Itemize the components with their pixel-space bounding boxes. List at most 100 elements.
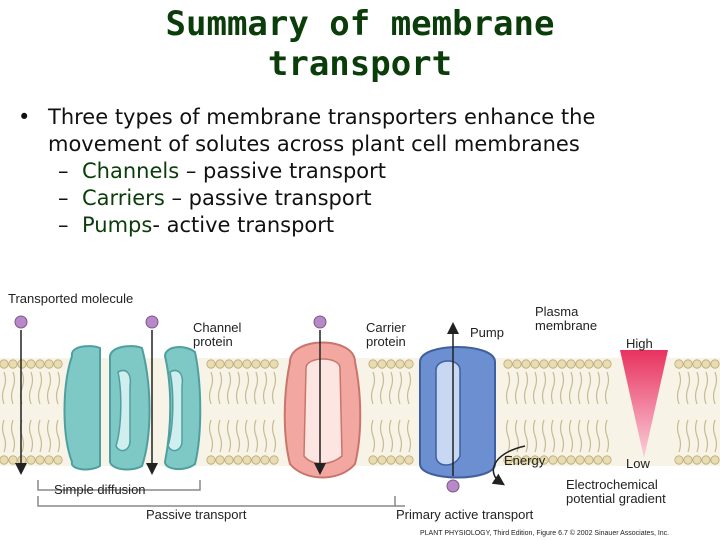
lipid-head-icon xyxy=(9,456,17,464)
lipid-head-icon xyxy=(558,456,566,464)
membrane-transport-figure: Transported molecule Channel protein Car… xyxy=(0,286,720,540)
lipid-head-icon xyxy=(693,456,701,464)
bracket-passive-transport xyxy=(38,496,395,506)
label-primary-active-transport: Primary active transport xyxy=(396,507,534,522)
lipid-head-icon xyxy=(405,456,413,464)
label-plasma-line-1: Plasma xyxy=(535,304,579,319)
dash-icon: – xyxy=(58,212,82,239)
lipid-head-icon xyxy=(540,360,548,368)
lipid-head-icon xyxy=(18,360,26,368)
lipid-head-icon xyxy=(684,360,692,368)
label-channel-line-1: Channel xyxy=(193,320,242,335)
dash-icon: – xyxy=(58,158,82,185)
sub-bullet-carriers: –Carriers – passive transport xyxy=(18,185,708,212)
label-pump: Pump xyxy=(470,325,504,340)
lipid-head-icon xyxy=(45,360,53,368)
lipid-head-icon xyxy=(531,360,539,368)
lipid-head-icon xyxy=(0,456,8,464)
label-carrier-line-1: Carrier xyxy=(366,320,406,335)
lipid-head-icon xyxy=(54,360,62,368)
molecule-icon xyxy=(146,316,158,328)
label-low: Low xyxy=(626,456,650,471)
desc-carriers: passive transport xyxy=(189,186,372,210)
lipid-head-icon xyxy=(369,360,377,368)
lipid-head-icon xyxy=(576,456,584,464)
lipid-head-icon xyxy=(567,456,575,464)
lipid-head-icon xyxy=(603,456,611,464)
lipid-head-icon xyxy=(216,456,224,464)
lipid-head-icon xyxy=(225,360,233,368)
bullet-dot-icon: • xyxy=(18,104,30,131)
label-simple-diffusion: Simple diffusion xyxy=(54,482,146,497)
lipid-head-icon xyxy=(216,360,224,368)
term-carriers: Carriers xyxy=(82,186,165,210)
term-pumps: Pumps xyxy=(82,213,152,237)
lipid-head-icon xyxy=(18,456,26,464)
lipid-head-icon xyxy=(252,360,260,368)
carrier-protein xyxy=(285,343,361,478)
lipid-head-icon xyxy=(261,360,269,368)
page-title: Summary of membrane transport xyxy=(0,4,720,84)
bullet-main-text: Three types of membrane transporters enh… xyxy=(48,105,595,156)
lipid-head-icon xyxy=(405,360,413,368)
lipid-head-icon xyxy=(45,456,53,464)
lipid-head-icon xyxy=(27,360,35,368)
lipid-head-icon xyxy=(684,456,692,464)
lipid-head-icon xyxy=(243,456,251,464)
lipid-head-icon xyxy=(549,360,557,368)
pump-protein xyxy=(420,347,495,478)
term-channels: Channels xyxy=(82,159,179,183)
lipid-head-icon xyxy=(675,456,683,464)
lipid-head-icon xyxy=(549,456,557,464)
lipid-head-icon xyxy=(234,456,242,464)
lipid-head-icon xyxy=(396,456,404,464)
lipid-head-icon xyxy=(234,360,242,368)
label-gradient-line-1: Electrochemical xyxy=(566,477,658,492)
lipid-head-icon xyxy=(261,456,269,464)
label-plasma-line-2: membrane xyxy=(535,318,597,333)
lipid-head-icon xyxy=(558,360,566,368)
lipid-head-icon xyxy=(702,360,710,368)
lipid-head-icon xyxy=(378,360,386,368)
lipid-head-icon xyxy=(594,456,602,464)
lipid-head-icon xyxy=(702,456,710,464)
molecule-icon xyxy=(314,316,326,328)
molecule-icon xyxy=(447,480,459,492)
lipid-head-icon xyxy=(567,360,575,368)
label-carrier-line-2: protein xyxy=(366,334,406,349)
label-high: High xyxy=(626,336,653,351)
figure-credit: PLANT PHYSIOLOGY, Third Edition, Figure … xyxy=(420,529,669,537)
lipid-head-icon xyxy=(369,456,377,464)
label-transported-molecule: Transported molecule xyxy=(8,291,133,306)
lipid-head-icon xyxy=(207,360,215,368)
lipid-head-icon xyxy=(378,456,386,464)
lipid-head-icon xyxy=(387,360,395,368)
lipid-head-icon xyxy=(585,456,593,464)
lipid-head-icon xyxy=(54,456,62,464)
lipid-head-icon xyxy=(27,456,35,464)
lipid-head-icon xyxy=(0,360,8,368)
label-passive-transport: Passive transport xyxy=(146,507,247,522)
lipid-head-icon xyxy=(396,360,404,368)
desc-channels: passive transport xyxy=(203,159,386,183)
lipid-head-icon xyxy=(711,360,719,368)
bullet-main: • Three types of membrane transporters e… xyxy=(18,104,708,158)
molecule-icon xyxy=(15,316,27,328)
label-energy: Energy xyxy=(504,453,546,468)
lipid-head-icon xyxy=(270,360,278,368)
lipid-head-icon xyxy=(522,360,530,368)
lipid-head-icon xyxy=(36,360,44,368)
label-gradient-line-2: potential gradient xyxy=(566,491,666,506)
lipid-head-icon xyxy=(603,360,611,368)
lipid-head-icon xyxy=(504,360,512,368)
dash-icon: – xyxy=(58,185,82,212)
lipid-head-icon xyxy=(711,456,719,464)
bullet-list: • Three types of membrane transporters e… xyxy=(18,104,708,239)
lipid-head-icon xyxy=(243,360,251,368)
lipid-head-icon xyxy=(252,456,260,464)
lipid-head-icon xyxy=(36,456,44,464)
lipid-head-icon xyxy=(207,456,215,464)
channel-protein xyxy=(65,346,201,469)
lipid-head-icon xyxy=(675,360,683,368)
lipid-head-icon xyxy=(585,360,593,368)
